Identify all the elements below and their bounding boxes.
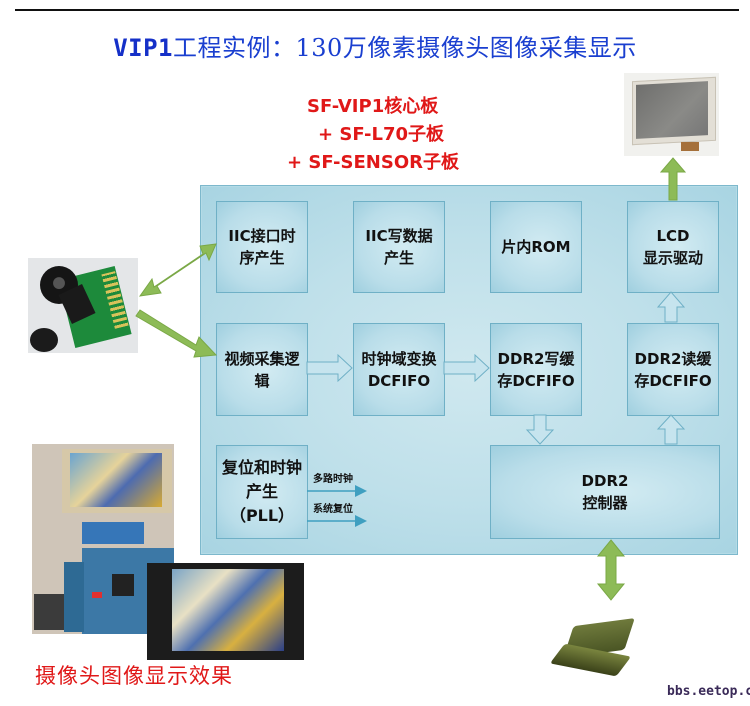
hollow-arrow-write-fifo-to-ddr2 <box>525 414 555 445</box>
green-arrow-camera-iic <box>138 243 217 297</box>
block-label: 控制器 <box>582 494 628 512</box>
display-result-photo <box>147 563 304 660</box>
block-label: 显示驱动 <box>642 249 703 267</box>
subtitle-line-1: SF-VIP1核心板 <box>307 96 439 117</box>
hollow-arrow-ddr2-to-read-fifo <box>656 414 686 445</box>
block-label: 存DCFIFO <box>497 371 575 390</box>
block-label: DDR2读缓 <box>634 349 712 368</box>
system-reset-label: 系统复位 <box>313 504 353 515</box>
hollow-arrow-fifo-to-ddr2-write <box>443 353 490 383</box>
title-text: 工程实例：130万像素摄像头图像采集显示 <box>172 34 637 62</box>
block-label: 片内ROM <box>501 238 571 256</box>
block-label: 产生 <box>383 249 414 267</box>
ddr2-read-fifo-block: DDR2读缓 存DCFIFO <box>627 323 719 416</box>
iic-timing-block: IIC接口时 序产生 <box>216 201 308 293</box>
block-label: 时钟域变换 <box>361 349 437 368</box>
hollow-arrow-video-to-fifo <box>306 353 353 383</box>
rom-block: 片内ROM <box>490 201 582 293</box>
block-label: DCFIFO <box>367 371 431 390</box>
ddr2-write-fifo-block: DDR2写缓 存DCFIFO <box>490 323 582 416</box>
block-label: 存DCFIFO <box>634 371 712 390</box>
block-label: LCD <box>656 227 690 245</box>
block-label: IIC接口时 <box>228 227 296 245</box>
green-arrow-camera-video <box>135 309 218 358</box>
result-caption: 摄像头图像显示效果 <box>35 664 233 688</box>
camera-module-photo <box>28 258 138 353</box>
green-arrow-ddr2-chip <box>596 539 626 601</box>
block-label: DDR2 <box>581 472 629 490</box>
block-label: DDR2写缓 <box>497 349 575 368</box>
block-label: 复位和时钟 <box>221 458 302 477</box>
lcd-panel-photo <box>624 73 719 156</box>
block-label: 视频采集逻 <box>224 349 300 368</box>
green-arrow-lcd-output <box>659 157 687 201</box>
block-label: 产生 <box>245 482 278 501</box>
subtitle-line-3: + SF-SENSOR子板 <box>287 152 459 173</box>
block-label: 辑 <box>254 371 270 390</box>
clock-domain-fifo-block: 时钟域变换 DCFIFO <box>353 323 445 416</box>
watermark: bbs.eetop.cn <box>667 684 750 699</box>
hollow-arrow-read-fifo-to-lcd <box>656 291 686 323</box>
page-title: VIP1工程实例：130万像素摄像头图像采集显示 <box>0 28 750 63</box>
reset-clock-pll-block: 复位和时钟 产生 （PLL） <box>216 445 308 539</box>
title-prefix: VIP1 <box>113 34 173 62</box>
block-label: IIC写数据 <box>365 227 433 245</box>
multi-clock-label: 多路时钟 <box>313 474 353 485</box>
block-label: （PLL） <box>229 506 295 525</box>
subtitle-line-2: + SF-L70子板 <box>318 124 445 145</box>
block-label: 序产生 <box>239 249 285 267</box>
ddr2-controller-block: DDR2 控制器 <box>490 445 720 539</box>
lcd-driver-block: LCD 显示驱动 <box>627 201 719 293</box>
iic-write-block: IIC写数据 产生 <box>353 201 445 293</box>
top-divider-line <box>15 9 739 11</box>
video-capture-block: 视频采集逻 辑 <box>216 323 308 416</box>
